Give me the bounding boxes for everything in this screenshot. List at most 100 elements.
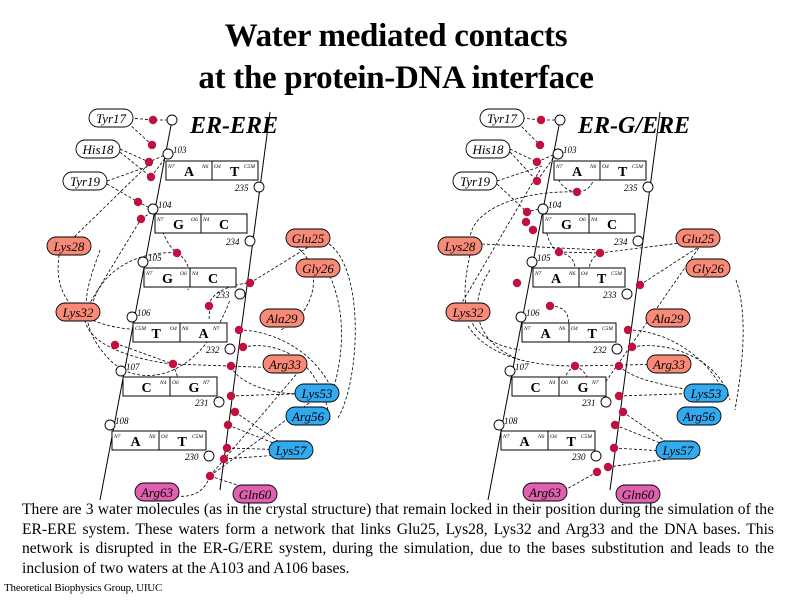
water-molecule bbox=[172, 248, 182, 258]
residue-label: Lys53 bbox=[301, 386, 333, 401]
phosphate-circle bbox=[147, 203, 159, 215]
water-molecule bbox=[570, 361, 580, 371]
base-right: A bbox=[199, 327, 210, 342]
residue-pill bbox=[452, 171, 498, 191]
residue-pill bbox=[437, 236, 483, 256]
atom-label: C5M bbox=[602, 326, 613, 332]
nucleotide-number: 108 bbox=[504, 416, 518, 426]
residue-tyr17: Tyr17 bbox=[88, 108, 134, 128]
base-right: C bbox=[219, 218, 229, 233]
residue-his18: His18 bbox=[75, 139, 121, 159]
residue-label: Lys32 bbox=[62, 305, 94, 320]
water-molecules bbox=[512, 115, 645, 477]
phosphate-circle bbox=[166, 114, 178, 126]
residue-label: Gly26 bbox=[302, 261, 334, 276]
contact-line bbox=[226, 447, 292, 451]
nucleotide-number: 235 bbox=[235, 183, 249, 193]
water-molecules bbox=[110, 115, 255, 481]
residue-pill bbox=[646, 354, 692, 374]
phosphate-circle bbox=[115, 365, 127, 377]
phosphate-circle bbox=[621, 288, 633, 300]
residue-arg56: Arg56 bbox=[285, 406, 331, 426]
water-molecule bbox=[635, 280, 645, 290]
contact-line bbox=[329, 275, 342, 401]
base-left: A bbox=[131, 435, 142, 450]
base-left: A bbox=[551, 272, 562, 287]
contact-line bbox=[209, 369, 301, 477]
contact-line bbox=[618, 365, 706, 396]
atom-label: N7 bbox=[591, 380, 599, 386]
atom-label: O4 bbox=[170, 325, 177, 332]
nucleotide-number: 233 bbox=[603, 290, 617, 300]
residue-pill bbox=[285, 406, 331, 426]
water-molecule bbox=[627, 342, 637, 352]
residue-pill bbox=[88, 108, 134, 128]
phosphate-circle bbox=[632, 235, 644, 247]
nucleotide-number: 231 bbox=[195, 398, 209, 408]
residue-label: Lys57 bbox=[275, 443, 307, 458]
water-molecule bbox=[614, 391, 624, 401]
contact-line bbox=[509, 151, 555, 182]
contact-line bbox=[509, 148, 556, 163]
residue-pill bbox=[295, 258, 341, 278]
atom-label: N4 bbox=[191, 270, 199, 277]
residue-arg33: Arg33 bbox=[646, 354, 692, 374]
phosphate-circle bbox=[611, 343, 623, 355]
credit-text: Theoretical Biophysics Group, UIUC bbox=[4, 582, 163, 594]
phosphate-circle bbox=[137, 256, 149, 268]
residue-label: Gln60 bbox=[239, 487, 272, 502]
residue-label: Tyr19 bbox=[460, 174, 491, 189]
residue-label: Tyr17 bbox=[487, 111, 518, 126]
residue-label: Arg33 bbox=[652, 357, 686, 372]
water-molecule bbox=[223, 420, 233, 430]
phosphate-circle bbox=[554, 114, 566, 126]
atom-label: N6 bbox=[537, 434, 545, 440]
atom-label: N6 bbox=[558, 326, 566, 332]
nucleotide-number: 103 bbox=[563, 145, 577, 155]
residue-pill bbox=[259, 308, 305, 328]
residue-pill bbox=[75, 139, 121, 159]
residue-pill bbox=[134, 482, 180, 502]
water-molecule bbox=[222, 443, 232, 453]
phosphate-circle bbox=[213, 396, 225, 408]
contact-line bbox=[70, 164, 149, 241]
residue-label: Ala29 bbox=[651, 311, 684, 326]
residue-gln60: Gln60 bbox=[615, 484, 661, 504]
contact-line bbox=[521, 117, 557, 121]
residue-label: Gly26 bbox=[692, 261, 724, 276]
base-right: T bbox=[567, 435, 577, 450]
atom-label: O4 bbox=[602, 163, 609, 170]
phosphate-circle bbox=[590, 450, 602, 462]
base-left: G bbox=[162, 272, 173, 287]
contact-line bbox=[57, 249, 151, 331]
contact-line bbox=[106, 183, 153, 210]
contact-line bbox=[175, 475, 211, 497]
residue-label: Arg33 bbox=[268, 357, 302, 372]
atom-label: O6 bbox=[579, 217, 586, 223]
base-right: T bbox=[230, 165, 240, 180]
atom-label: O6 bbox=[191, 217, 198, 223]
residue-pill bbox=[445, 302, 491, 322]
atom-label: C5M bbox=[581, 434, 592, 440]
residue-glu25: Glu25 bbox=[675, 228, 721, 248]
residue-tyr17: Tyr17 bbox=[479, 108, 525, 128]
residue-pill bbox=[465, 139, 511, 159]
atom-label: C5M bbox=[135, 326, 146, 332]
water-molecule bbox=[168, 359, 178, 369]
base-right: C bbox=[208, 272, 218, 287]
residue-label: His18 bbox=[81, 142, 114, 157]
contact-line bbox=[119, 148, 168, 163]
nucleotide-number: 234 bbox=[614, 237, 628, 247]
residue-pill bbox=[285, 228, 331, 248]
residue-pill bbox=[46, 236, 92, 256]
residue-arg56: Arg56 bbox=[676, 406, 722, 426]
residue-lys57: Lys57 bbox=[268, 440, 314, 460]
nucleotide-number: 235 bbox=[624, 183, 638, 193]
nucleotide-number: 233 bbox=[216, 290, 230, 300]
base-right: T bbox=[618, 165, 628, 180]
residue-label: Ala29 bbox=[265, 311, 298, 326]
